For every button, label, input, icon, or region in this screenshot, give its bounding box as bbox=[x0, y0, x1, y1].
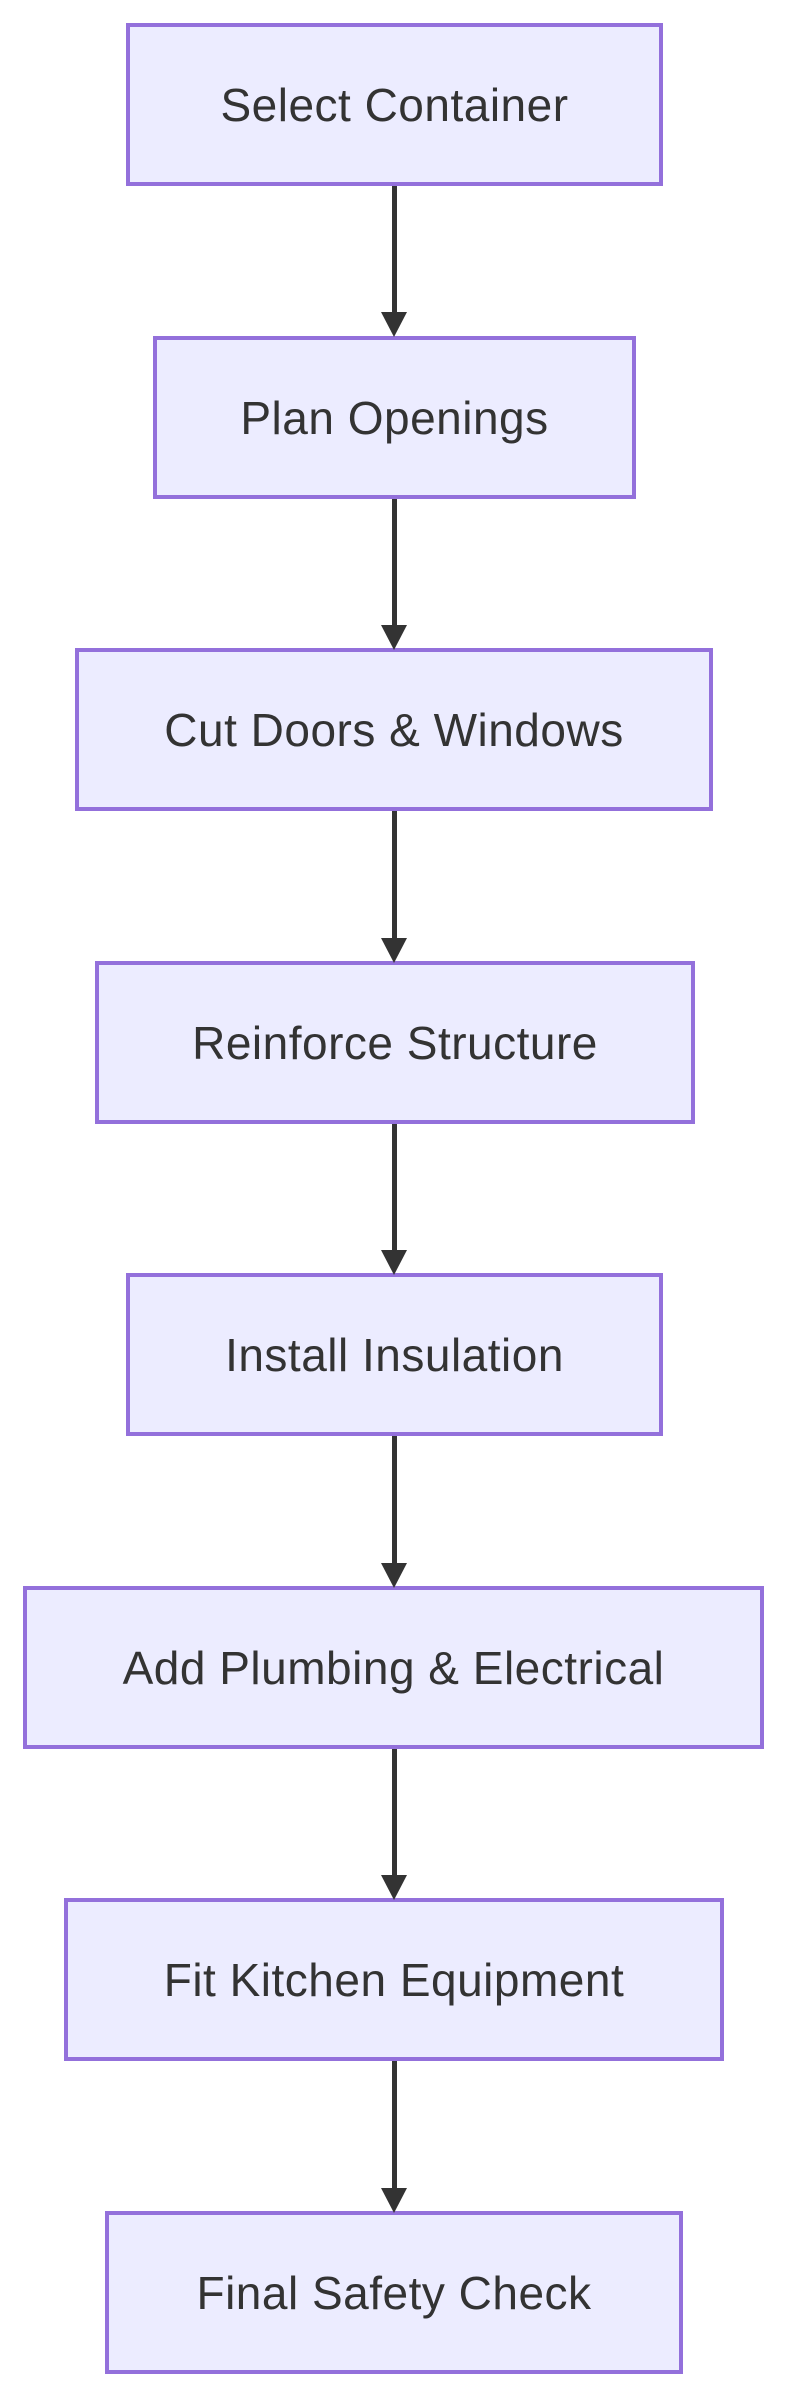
edge-line-3 bbox=[392, 811, 397, 939]
edge-line-2 bbox=[392, 499, 397, 627]
flow-node-install-insulation: Install Insulation bbox=[126, 1273, 663, 1436]
flow-node-final-safety-check: Final Safety Check bbox=[105, 2211, 683, 2374]
flow-node-fit-kitchen-equipment: Fit Kitchen Equipment bbox=[64, 1898, 724, 2061]
edge-line-7 bbox=[392, 2061, 397, 2189]
flow-node-reinforce-structure: Reinforce Structure bbox=[95, 961, 695, 1124]
edge-line-5 bbox=[392, 1436, 397, 1564]
arrowhead-icon bbox=[381, 312, 407, 337]
arrowhead-icon bbox=[381, 1875, 407, 1900]
arrowhead-icon bbox=[381, 625, 407, 650]
flow-node-add-plumbing-electrical: Add Plumbing & Electrical bbox=[23, 1586, 764, 1749]
edge-line-1 bbox=[392, 186, 397, 314]
arrowhead-icon bbox=[381, 1563, 407, 1588]
flow-node-select-container: Select Container bbox=[126, 23, 663, 186]
edge-line-4 bbox=[392, 1124, 397, 1252]
flow-node-cut-doors-windows: Cut Doors & Windows bbox=[75, 648, 713, 811]
arrowhead-icon bbox=[381, 1250, 407, 1275]
arrowhead-icon bbox=[381, 938, 407, 963]
flow-node-plan-openings: Plan Openings bbox=[153, 336, 636, 499]
arrowhead-icon bbox=[381, 2188, 407, 2213]
edge-line-6 bbox=[392, 1749, 397, 1877]
